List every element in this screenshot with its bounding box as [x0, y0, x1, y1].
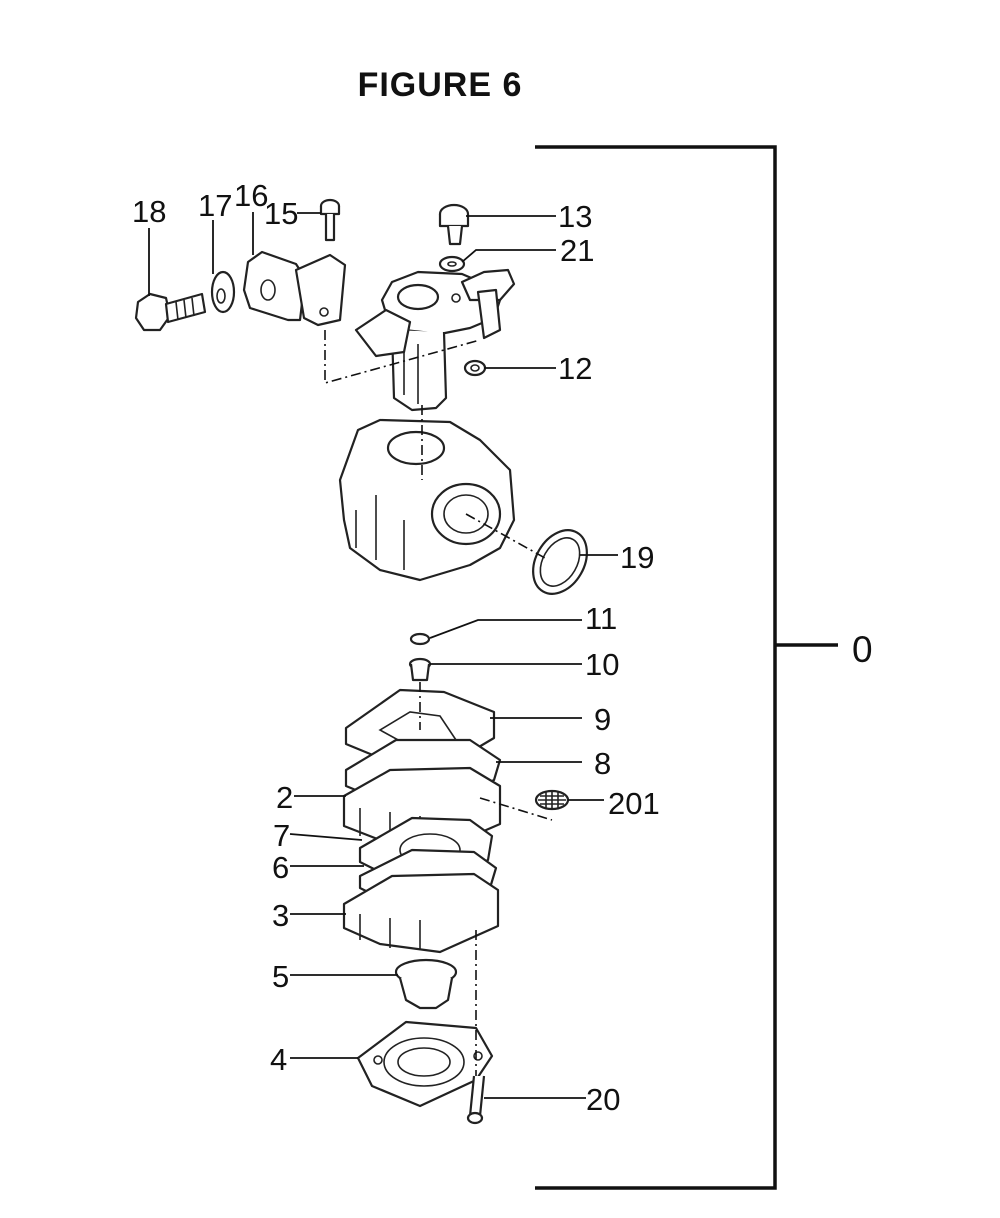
- callout-5: 5: [272, 959, 289, 994]
- callout-8: 8: [594, 746, 611, 781]
- callout-11: 11: [585, 601, 617, 636]
- callout-9: 9: [594, 702, 611, 737]
- assembly-label: 0: [852, 629, 873, 670]
- callout-10: 10: [585, 647, 619, 682]
- callout-18: 18: [132, 194, 166, 229]
- callout-20: 20: [586, 1082, 620, 1117]
- part-15-screw: [319, 198, 341, 242]
- callout-3: 3: [272, 898, 289, 933]
- part-16-gasket-plate: [242, 250, 347, 327]
- callout-19: 19: [620, 540, 654, 575]
- part-4-cover: [356, 1020, 494, 1108]
- part-21-washer: [438, 255, 466, 273]
- part-13-screw: [438, 203, 470, 246]
- leader-lines: [148, 212, 618, 1099]
- callout-labels: 18 17 16 15 13 21 12 19 11 10 9 8 2 201 …: [132, 178, 660, 1117]
- part-17-washer: [210, 270, 236, 314]
- callout-2: 2: [276, 780, 293, 815]
- part-5-diaphragm-cup: [394, 958, 458, 1010]
- callout-7: 7: [273, 818, 290, 853]
- callout-12: 12: [558, 351, 592, 386]
- assembly-axis-lines: [324, 330, 553, 1076]
- part-18-hex-fitting: [134, 292, 207, 332]
- callout-4: 4: [270, 1042, 287, 1077]
- callout-16: 16: [234, 178, 268, 213]
- callout-21: 21: [560, 233, 594, 268]
- callout-6: 6: [272, 850, 289, 885]
- assembly-bracket: [535, 145, 838, 1190]
- part-201-screen: [534, 789, 570, 811]
- carburetor-upper-body: [354, 268, 516, 412]
- callout-13: 13: [558, 199, 592, 234]
- callout-17: 17: [198, 188, 232, 223]
- part-12-clip: [463, 359, 487, 377]
- callout-201: 201: [608, 786, 660, 821]
- part-11-o-ring: [409, 632, 431, 646]
- figure-title: FIGURE 6: [357, 66, 523, 104]
- part-10-jet: [408, 657, 432, 682]
- callout-15: 15: [264, 196, 298, 231]
- carburetor-main-body: [338, 418, 516, 582]
- part-3-metering-body: [342, 872, 500, 954]
- part-19-seal-ring: [532, 529, 588, 595]
- part-20-screw: [466, 1075, 486, 1125]
